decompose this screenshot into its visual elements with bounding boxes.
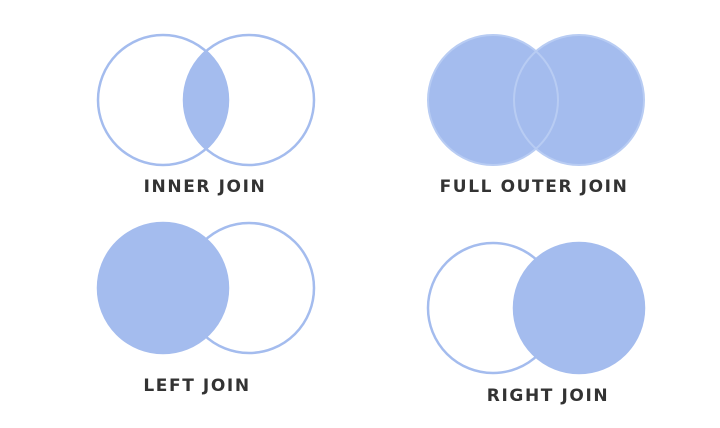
full-join-right-circle — [513, 34, 645, 166]
left-join-right-circle — [182, 221, 316, 355]
inner-join-venn — [96, 33, 316, 167]
left-join-left-circle — [96, 221, 230, 355]
inner-join-intersection — [184, 35, 228, 165]
full-outer-join-label: FULL OUTER JOIN — [439, 177, 629, 197]
right-join-right-circle — [512, 241, 646, 375]
left-join-venn — [96, 221, 316, 355]
inner-join-right-circle — [182, 33, 316, 167]
left-join-left-fill — [98, 223, 228, 353]
left-join-label: LEFT JOIN — [143, 376, 251, 396]
full-outer-join-venn — [427, 34, 645, 166]
full-join-right-fill — [514, 35, 644, 165]
right-join-right-fill — [514, 243, 644, 373]
full-join-left-circle — [427, 34, 559, 166]
right-join-label: RIGHT JOIN — [486, 386, 610, 406]
right-join-left-circle — [426, 241, 560, 375]
inner-join-label: INNER JOIN — [143, 177, 267, 197]
right-join-venn — [426, 241, 646, 375]
inner-join-left-circle — [96, 33, 230, 167]
